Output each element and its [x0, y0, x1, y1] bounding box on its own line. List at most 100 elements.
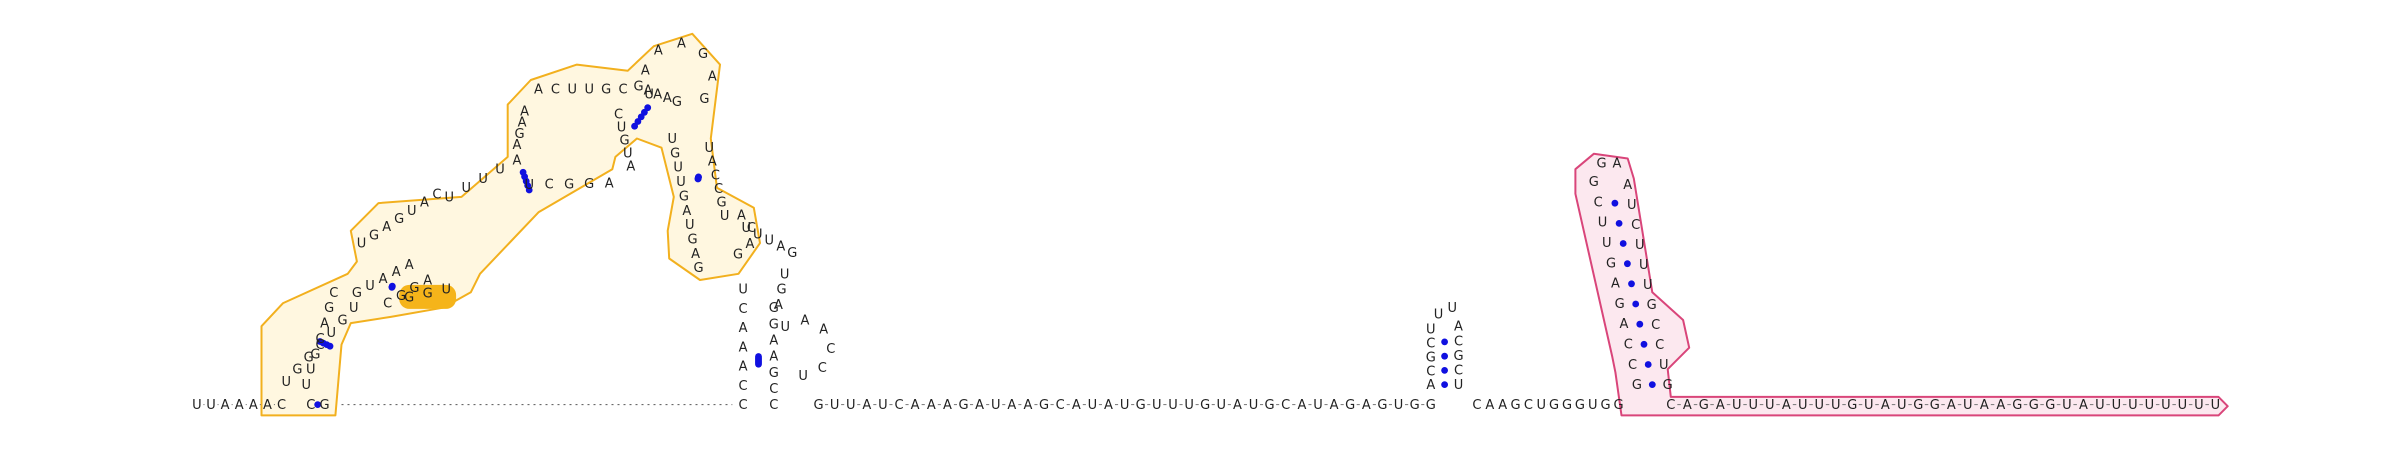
- nucleotide-helix5-right-121: C: [769, 398, 778, 413]
- nucleotide-linker2-186: G: [1562, 398, 1572, 413]
- nucleotide-linker-mid-144: A: [1072, 398, 1081, 413]
- nucleotide-linker-mid-140: A: [1007, 398, 1016, 413]
- nucleotide-linker-mid-148: G: [1136, 398, 1146, 413]
- nucleotide-stem2-3p-34: G: [409, 281, 419, 296]
- nucleotide-ml-small-124: A: [819, 323, 828, 338]
- nucleotide-stem2-5p-24: G: [352, 286, 362, 301]
- nucleotide-tail-218: A: [1716, 398, 1725, 413]
- nucleotide-linker-mid-138: A: [975, 398, 984, 413]
- nucleotide-pink-left-193: C: [1624, 338, 1633, 353]
- base-pair-dot-stem4-5: [631, 122, 638, 130]
- nucleotide-linker-mid-131: A: [862, 398, 871, 413]
- nucleotide-mini-loop-172: U: [1434, 307, 1444, 322]
- nucleotide-helix1-left-8: C: [306, 398, 315, 413]
- nucleotide-ml-left-55: A: [518, 116, 527, 131]
- nucleotide-hairpin4-76: A: [677, 37, 686, 52]
- nucleotide-pink-left-197: G: [1606, 256, 1616, 271]
- nucleotide-ml-top-62: C: [619, 83, 628, 98]
- nucleotide-pink-left-198: U: [1602, 236, 1612, 251]
- nucleotide-junction-loop-103: A: [776, 240, 785, 255]
- nucleotide-hairpin1-left-9: U: [301, 378, 311, 393]
- nucleotide-linker2-190: G: [1613, 398, 1623, 413]
- nucleotide-hairpin4-78: A: [708, 69, 717, 84]
- nucleotide-helix5-right-115: G: [769, 301, 779, 316]
- nucleotide-stem3-5p-45: U: [478, 172, 488, 187]
- nucleotide-tail-236: G: [2012, 398, 2022, 413]
- nucleotide-stem4-3p-72: G: [672, 95, 682, 110]
- nucleotide-tail-224: U: [1815, 398, 1825, 413]
- nucleotide-junction-loop-104: G: [787, 246, 797, 261]
- nucleotide-tail-229: U: [1897, 398, 1907, 413]
- nucleotide-loop2-top-37: G: [369, 228, 379, 243]
- nucleotide-pink-left-191: G: [1632, 378, 1642, 393]
- base-pair-dot-mini-4: [1441, 338, 1448, 346]
- nucleotide-stem4-5p-67: A: [626, 160, 635, 175]
- nucleotide-stem4-5p-63: C: [614, 107, 623, 122]
- nucleotide-linker-mid-162: A: [1362, 398, 1371, 413]
- nucleotide-helix5-right-116: G: [769, 317, 779, 332]
- nucleotide-highlight-30: G: [423, 287, 433, 302]
- nucleotide-pink-right-212: C: [1655, 338, 1664, 353]
- base-pair-dot-helix1: [314, 401, 322, 408]
- nucleotide-linker-mid-147: U: [1120, 398, 1130, 413]
- base-pair-dot-mini-1: [1441, 381, 1448, 388]
- nucleotide-tail-242: U: [2112, 398, 2122, 413]
- nucleotide-linker-mid-156: G: [1265, 398, 1275, 413]
- nucleotide-leader-4: A: [235, 398, 244, 413]
- base-pair-dot-pink-3: [1640, 340, 1648, 348]
- nucleotide-linker-mid-143: C: [1056, 398, 1065, 413]
- nucleotide-tail-216: A: [1683, 398, 1692, 413]
- nucleotide-tail-234: A: [1980, 398, 1989, 413]
- nucleotide-mini-left-171: U: [1426, 323, 1436, 338]
- nucleotide-helix5-left-108: U: [738, 283, 748, 298]
- nucleotide-linker-mid-163: G: [1377, 398, 1387, 413]
- nucleotide-ml-top-60: U: [584, 83, 594, 98]
- nucleotide-helix5-left-113: C: [739, 379, 748, 394]
- nucleotide-linker-mid-161: G: [1345, 398, 1355, 413]
- nucleotide-hairpin1-right-17: G: [292, 363, 302, 378]
- base-pair-dot-pink-2: [1644, 361, 1652, 368]
- nucleotide-hairpin1-left-14: G: [324, 301, 334, 316]
- nucleotide-junction-loop-101: U: [753, 227, 763, 242]
- nucleotide-ml-left-54: G: [514, 127, 524, 142]
- nucleotide-stem4-3p-71: A: [663, 91, 672, 106]
- nucleotide-linker-mid-153: U: [1217, 398, 1227, 413]
- nucleotide-helix5-left-111: A: [739, 340, 748, 355]
- nucleotide-linker-mid-141: A: [1023, 398, 1032, 413]
- nucleotide-ml-left-56: A: [520, 104, 529, 119]
- nucleotide-helix5-left-110: A: [739, 321, 748, 336]
- nucleotide-bulge-96: A: [737, 209, 746, 224]
- nucleotide-arm-down-84: G: [679, 189, 689, 204]
- nucleotide-leader-1: U: [192, 398, 202, 413]
- nucleotide-hairpin1-left-10: U: [306, 363, 316, 378]
- nucleotide-linker-mid-164: U: [1394, 398, 1404, 413]
- nucleotide-stem2-5p-25: U: [365, 279, 375, 294]
- nucleotide-arm-down-81: G: [670, 146, 680, 161]
- nucleotide-arm-up-92: C: [711, 168, 720, 183]
- nucleotide-leader-6: A: [263, 398, 272, 413]
- nucleotide-tail-247: U: [2194, 398, 2204, 413]
- nucleotide-tail-243: U: [2128, 398, 2138, 413]
- nucleotide-loop2-top-42: C: [432, 187, 441, 202]
- nucleotide-mini-left-170: C: [1426, 337, 1435, 352]
- nucleotide-mini-right-174: A: [1454, 320, 1463, 335]
- nucleotide-hairpin4-73: U: [644, 87, 654, 102]
- nucleotide-ml-small-123: A: [801, 314, 810, 329]
- nucleotide-stem4-5p-66: U: [623, 147, 633, 162]
- nucleotide-stem3-5p-47: A: [512, 154, 521, 169]
- nucleotide-arm-down-89: G: [693, 261, 703, 276]
- nucleotide-loop2-top-41: A: [420, 196, 429, 211]
- nucleotide-arm-up-93: C: [714, 182, 723, 197]
- base-pair-dot-helix5-6: [755, 360, 762, 368]
- nucleotide-linker-mid-142: G: [1039, 398, 1049, 413]
- nucleotide-hairpin1-right-18: G: [304, 350, 314, 365]
- nucleotide-hairpin1-right-22: U: [349, 301, 359, 316]
- nucleotide-pink-loop-202: G: [1596, 157, 1606, 172]
- nucleotide-leader-3: A: [221, 398, 230, 413]
- nucleotide-linker-mid-129: U: [830, 398, 840, 413]
- nucleotide-loop-descent-105: U: [780, 267, 790, 282]
- nucleotide-hairpin1-right-21: G: [338, 314, 348, 329]
- nucleotide-tail-233: U: [1963, 398, 1973, 413]
- base-pair-dot-mini-3: [1441, 352, 1448, 360]
